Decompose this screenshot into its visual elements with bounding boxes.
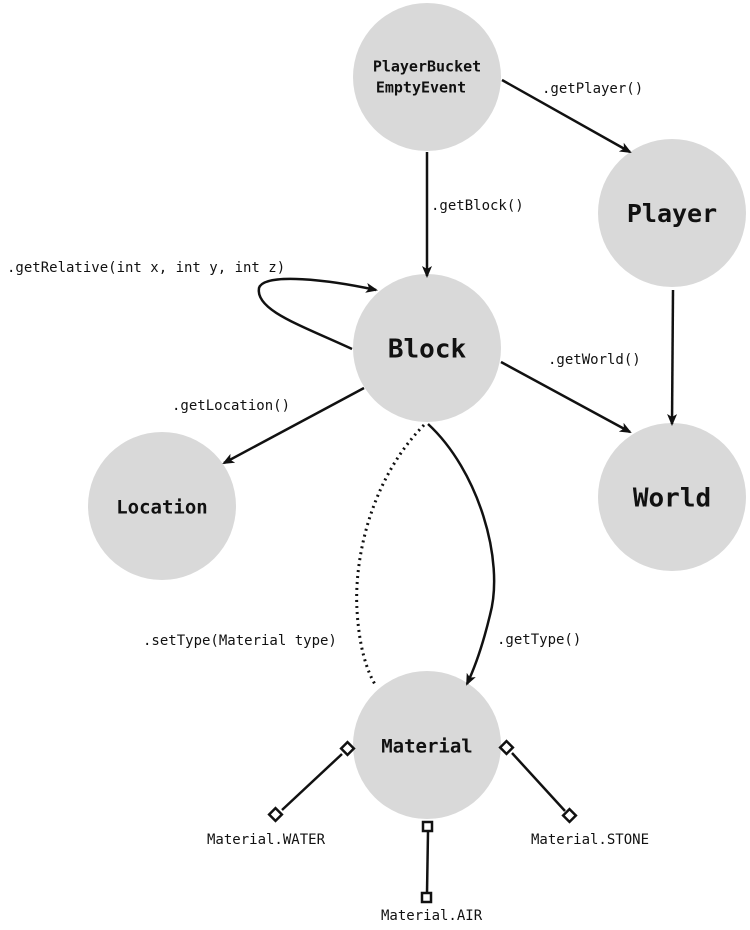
diamond-marker-icon: [498, 739, 515, 756]
edge-get-world-label: .getWorld(): [548, 352, 641, 368]
node-material-label: Material: [381, 736, 473, 758]
enum-link-stone: [498, 739, 578, 824]
node-world-label: World: [633, 484, 711, 514]
edge-get-relative-label: .getRelative(int x, int y, int z): [7, 260, 285, 276]
edge-get-type: [427, 423, 496, 686]
square-marker-icon: [420, 891, 433, 904]
enum-link-air: [420, 820, 434, 904]
node-world: World: [598, 423, 746, 571]
node-event-label-line2: EmptyEvent: [376, 79, 466, 97]
node-player: Player: [598, 139, 746, 287]
edge-set-type: [355, 423, 426, 687]
edge-get-player-label: .getPlayer(): [542, 81, 643, 97]
enum-water-label: Material.WATER: [207, 832, 326, 848]
node-event-label-line1: PlayerBucket: [373, 58, 481, 76]
diamond-marker-icon: [339, 740, 356, 757]
node-player-label: Player: [627, 199, 717, 228]
enum-air-label: Material.AIR: [381, 908, 483, 924]
edge-get-block-label: .getBlock(): [431, 198, 524, 214]
diamond-marker-icon: [267, 806, 284, 823]
node-location: Location: [88, 432, 236, 580]
diamond-marker-icon: [561, 807, 578, 824]
edge-set-type-label: .setType(Material type): [143, 633, 337, 649]
edge-get-type-label: .getType(): [497, 632, 581, 648]
edge-get-relative: [257, 277, 378, 351]
edge-get-player: [501, 78, 632, 154]
enum-stone-label: Material.STONE: [531, 832, 649, 848]
node-block: Block: [353, 274, 501, 422]
enum-link-water: [267, 740, 356, 823]
square-marker-icon: [421, 820, 434, 833]
node-material: Material: [353, 671, 501, 819]
node-block-label: Block: [388, 335, 467, 365]
edge-get-world-from-player: [667, 289, 678, 426]
node-player-bucket-empty-event: PlayerBucket EmptyEvent: [353, 3, 501, 151]
node-location-label: Location: [116, 497, 208, 519]
edge-get-world: [500, 360, 632, 434]
edge-get-location-label: .getLocation(): [172, 398, 290, 414]
edge-get-location: [222, 386, 365, 465]
